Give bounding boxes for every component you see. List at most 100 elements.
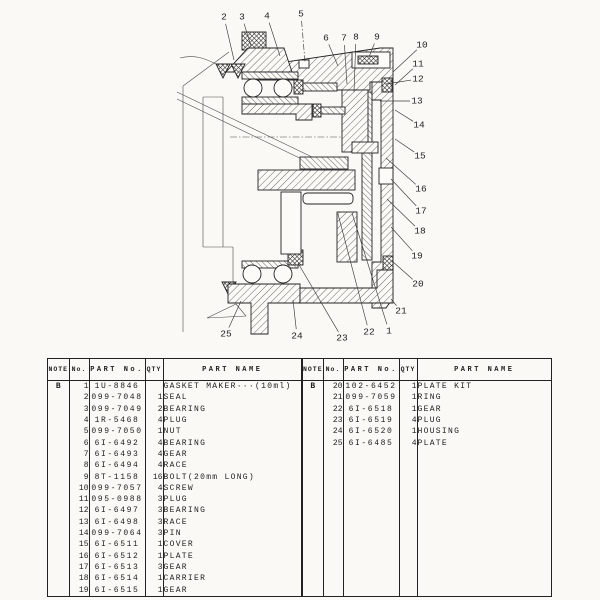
cell-part: 6I-6520 (343, 426, 400, 438)
carrier-flange-section (241, 103, 313, 121)
cell-part (343, 471, 400, 483)
cell-note (303, 528, 324, 540)
callout-number-22: 22 (363, 327, 375, 338)
cell-name (417, 517, 551, 528)
cell-no: 25 (323, 437, 344, 449)
part-row (303, 528, 551, 540)
cell-note (48, 426, 70, 438)
seal-section-upper (215, 63, 246, 80)
cell-no: 7 (69, 448, 90, 461)
part-row (303, 516, 551, 529)
cell-qty (399, 460, 418, 472)
cell-qty: 1 (145, 539, 164, 551)
cell-no (323, 539, 344, 551)
cell-no: 15 (69, 539, 90, 551)
cell-no: 5 (69, 426, 90, 438)
callout-number-3: 3 (239, 12, 245, 23)
callout-number-12: 12 (412, 74, 424, 85)
cell-note (303, 460, 324, 472)
cell-note (48, 528, 70, 540)
cell-note (303, 471, 324, 483)
cell-part: 6I-6518 (343, 403, 400, 415)
part-row (303, 505, 551, 517)
part-row (303, 539, 551, 551)
cell-part: 1U-8846 (89, 380, 146, 393)
cell-part: 6I-6515 (89, 584, 146, 596)
callout-number-6: 6 (323, 33, 329, 44)
callout-leader-12 (385, 79, 412, 85)
cell-part: 6I-6494 (89, 460, 146, 472)
cell-note (303, 494, 324, 506)
cell-name: GEAR (417, 404, 442, 414)
callout-number-4: 4 (264, 11, 270, 22)
cell-part: 099-7050 (89, 426, 146, 438)
cell-part (343, 516, 400, 529)
cell-name (417, 494, 551, 505)
cell-note (48, 403, 70, 415)
cell-no: 18 (69, 573, 90, 585)
cell-name: RACE (163, 517, 188, 527)
cell-no: 20 (323, 380, 344, 393)
cell-part: 6I-6512 (89, 550, 146, 562)
cell-name: PLUG (163, 495, 188, 505)
cell-part (343, 482, 400, 495)
section-cut-parts (215, 31, 394, 335)
cell-name: SCREW (163, 483, 195, 493)
cell-qty: 3 (145, 494, 164, 506)
cell-qty (145, 380, 164, 393)
cell-part: 6I-6513 (89, 562, 146, 574)
callout-leader-15 (394, 138, 415, 153)
cell-note (303, 573, 324, 585)
cell-part: 099-7049 (89, 403, 146, 415)
column-header: No. (323, 359, 344, 381)
cell-part: 6I-6519 (343, 414, 400, 427)
callout-number-15: 15 (414, 151, 426, 162)
cell-name: BEARING (163, 404, 207, 414)
callout-number-19: 19 (411, 251, 423, 262)
cell-note (303, 437, 324, 449)
callout-leader-23 (297, 262, 339, 333)
cell-name: PLUG (417, 415, 442, 425)
cell-name: PLATE (163, 551, 195, 561)
cell-name (417, 573, 551, 584)
cell-qty: 4 (145, 460, 164, 472)
plug-section-upper (381, 77, 393, 93)
cell-part: 1R-5468 (89, 414, 146, 427)
cell-note (303, 414, 324, 427)
cell-part: 6I-6498 (89, 516, 146, 529)
cell-name: PIN (163, 529, 182, 539)
bearing-ball-lower-1 (242, 264, 262, 284)
cell-qty: 4 (145, 482, 164, 495)
callout-number-10: 10 (416, 40, 428, 51)
cell-part (343, 550, 400, 562)
cell-name: BOLT(20mm LONG) (163, 472, 256, 482)
cell-part: 6I-6485 (343, 437, 400, 449)
cell-name (417, 539, 551, 550)
cell-qty: 1 (399, 426, 418, 438)
cell-note (48, 392, 70, 404)
cell-no: 4 (69, 414, 90, 427)
gear-section-lower (336, 211, 358, 263)
cell-name: GEAR (163, 449, 188, 459)
cell-qty (399, 539, 418, 551)
cell-note (303, 584, 324, 596)
part-row (303, 494, 551, 506)
cell-no (323, 528, 344, 540)
column-header: PART NAME (163, 359, 301, 381)
cell-note (48, 448, 70, 461)
cell-no (323, 471, 344, 483)
carrier-section-lower (227, 283, 301, 335)
cell-name (417, 551, 551, 562)
callout-leader-5 (301, 20, 306, 63)
cell-name: RING (417, 393, 442, 403)
cell-qty: 1 (145, 392, 164, 404)
cell-qty: 1 (399, 380, 418, 393)
